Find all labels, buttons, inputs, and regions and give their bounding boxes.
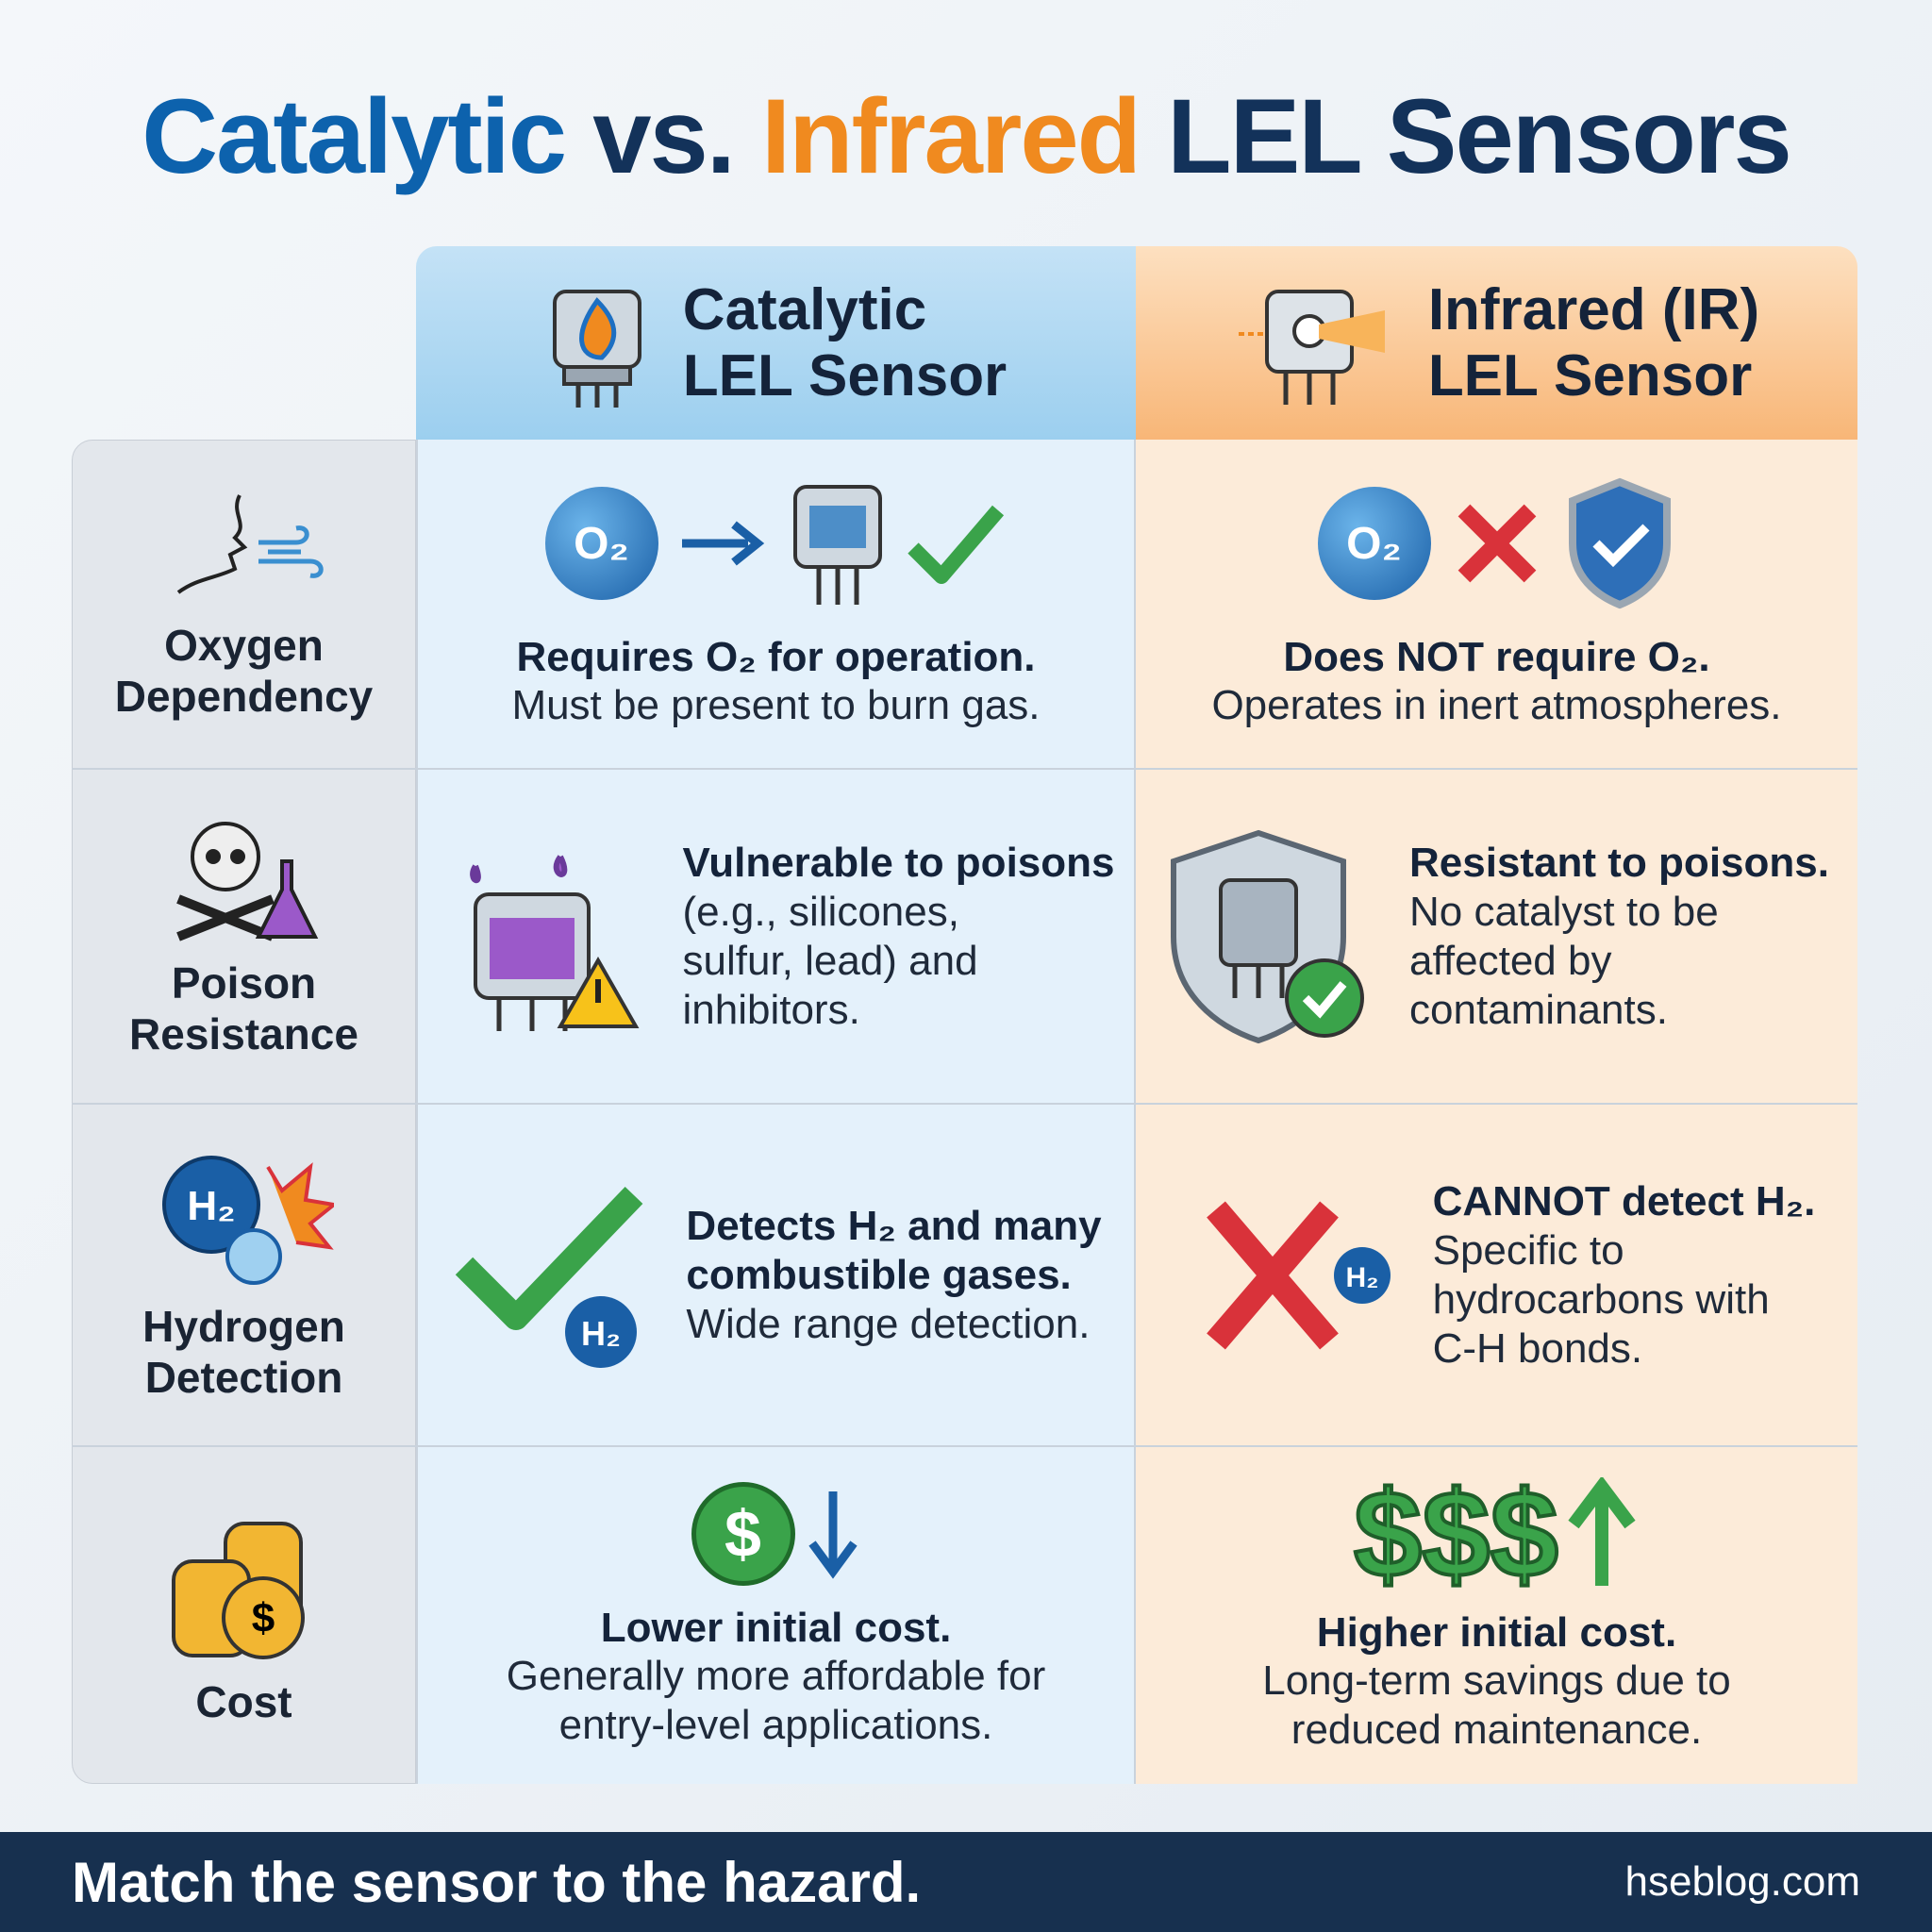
infrared-heading: Does NOT require O₂. bbox=[1283, 634, 1710, 680]
title-infrared: Infrared bbox=[761, 77, 1141, 195]
shielded-sensor-check-icon bbox=[1171, 829, 1365, 1043]
red-x-icon bbox=[1457, 504, 1536, 583]
infrared-cell: $$$ Higher initial cost. Long-term savin… bbox=[1136, 1447, 1857, 1784]
catalytic-text-line: sulfur, lead) and bbox=[682, 937, 978, 984]
row-label: $ Cost bbox=[72, 1447, 416, 1784]
breathing-face-icon bbox=[176, 494, 324, 594]
infrared-column-header: Infrared (IR)LEL Sensor bbox=[1136, 246, 1857, 440]
label-line1: Poison bbox=[171, 958, 317, 1008]
catalytic-cell: $ Lower initial cost. Generally more aff… bbox=[416, 1447, 1136, 1784]
footer-site: hseblog.com bbox=[1624, 1858, 1860, 1905]
title-vs: vs. bbox=[592, 77, 736, 195]
infrared-text-line: No catalyst to be bbox=[1409, 888, 1719, 935]
catalytic-sensor-icon bbox=[792, 485, 882, 605]
svg-text:H₂: H₂ bbox=[1345, 1262, 1378, 1293]
infrared-text: Operates in inert atmospheres. bbox=[1211, 682, 1782, 728]
arrow-up-icon bbox=[1568, 1476, 1636, 1586]
o2-molecule-icon: O₂ bbox=[544, 487, 658, 600]
h2-explosion-icon: H₂ bbox=[161, 1155, 334, 1285]
infrared-title-line2: LEL Sensor bbox=[1427, 342, 1753, 408]
o2-molecule-icon: O₂ bbox=[1317, 487, 1431, 600]
infrared-text-line: Long-term savings due to bbox=[1262, 1657, 1731, 1704]
skull-flask-icon bbox=[175, 821, 318, 941]
catalytic-cell: Vulnerable to poisons (e.g., silicones, … bbox=[416, 770, 1136, 1103]
title-catalytic: Catalytic bbox=[142, 77, 567, 195]
coin-stack-icon: $ bbox=[171, 1521, 305, 1659]
label-line2: Dependency bbox=[114, 672, 374, 721]
infrared-text-line: contaminants. bbox=[1409, 986, 1668, 1033]
checkmark-icon bbox=[907, 505, 1004, 584]
catalytic-text-line: inhibitors. bbox=[682, 986, 860, 1033]
label-line1: Oxygen bbox=[164, 621, 324, 670]
catalytic-cell: H₂ Detects H₂ and many combustible gases… bbox=[416, 1105, 1136, 1445]
svg-text:$: $ bbox=[251, 1595, 274, 1641]
label-line2: Resistance bbox=[129, 1008, 358, 1058]
infrared-text-line: reduced maintenance. bbox=[1291, 1706, 1703, 1753]
catalytic-heading: Vulnerable to poisons bbox=[682, 839, 1115, 886]
catalytic-heading-line: Detects H₂ and many bbox=[686, 1202, 1102, 1249]
title-lel: LEL Sensors bbox=[1167, 77, 1792, 195]
footer-tagline: Match the sensor to the hazard. bbox=[72, 1850, 922, 1914]
label-line1: Hydrogen bbox=[142, 1301, 345, 1351]
catalytic-text-line: Wide range detection. bbox=[686, 1300, 1091, 1347]
infrared-title-line1: Infrared (IR) bbox=[1427, 276, 1760, 342]
h2-checkmark-icon: H₂ bbox=[456, 1186, 643, 1368]
poisoned-sensor-warning-icon bbox=[469, 854, 639, 1031]
arrow-down-icon bbox=[808, 1491, 858, 1579]
triple-dollar-icon: $$$ bbox=[1352, 1464, 1560, 1603]
catalytic-cell: O₂ Requires O₂ for operation. Must be pr… bbox=[416, 440, 1136, 768]
catalytic-heading-line: combustible gases. bbox=[686, 1251, 1072, 1298]
infrared-cell: H₂ CANNOT detect H₂. Specific to hydroca… bbox=[1136, 1105, 1857, 1445]
infrared-text-line: Specific to bbox=[1432, 1226, 1624, 1274]
infrared-heading: Higher initial cost. bbox=[1316, 1608, 1677, 1656]
label-line2: Detection bbox=[144, 1352, 343, 1402]
catalytic-heading: Lower initial cost. bbox=[600, 1604, 952, 1651]
catalytic-text: Must be present to burn gas. bbox=[511, 682, 1041, 728]
infrared-text-line: affected by bbox=[1409, 937, 1612, 984]
svg-text:H₂: H₂ bbox=[581, 1314, 621, 1353]
label-line1: Cost bbox=[195, 1676, 292, 1726]
comparison-row-cost: $ Cost $ Lower initial cost. Generally m… bbox=[72, 1447, 1857, 1784]
catalytic-sensor-flame-icon bbox=[552, 289, 641, 408]
infrared-text-line: C-H bonds. bbox=[1432, 1324, 1643, 1372]
catalytic-title-line1: Catalytic bbox=[682, 276, 927, 342]
infrared-cell: O₂ Does NOT require O₂. Operates in iner… bbox=[1136, 440, 1857, 768]
catalytic-text-line: Generally more affordable for bbox=[506, 1652, 1046, 1699]
page-title: Catalytic vs. Infrared LEL Sensors bbox=[0, 75, 1932, 197]
arrow-right-icon bbox=[681, 521, 764, 566]
catalytic-text-line: entry-level applications. bbox=[558, 1701, 993, 1748]
catalytic-text-line: (e.g., silicones, bbox=[682, 888, 959, 935]
catalytic-heading: Requires O₂ for operation. bbox=[516, 634, 1036, 680]
infrared-cell: Resistant to poisons. No catalyst to be … bbox=[1136, 770, 1857, 1103]
footer-bar: Match the sensor to the hazard. hseblog.… bbox=[0, 1832, 1932, 1932]
svg-text:H₂: H₂ bbox=[187, 1183, 235, 1229]
infrared-heading: Resistant to poisons. bbox=[1409, 839, 1829, 886]
dollar-coin-icon: $ bbox=[691, 1481, 795, 1586]
shield-check-icon bbox=[1568, 477, 1671, 609]
infrared-text-line: hydrocarbons with bbox=[1432, 1275, 1770, 1323]
catalytic-title-line2: LEL Sensor bbox=[682, 342, 1008, 408]
infrared-heading: CANNOT detect H₂. bbox=[1432, 1177, 1816, 1224]
h2-red-x-icon: H₂ bbox=[1206, 1201, 1391, 1349]
infrared-sensor-beam-icon bbox=[1238, 289, 1385, 405]
